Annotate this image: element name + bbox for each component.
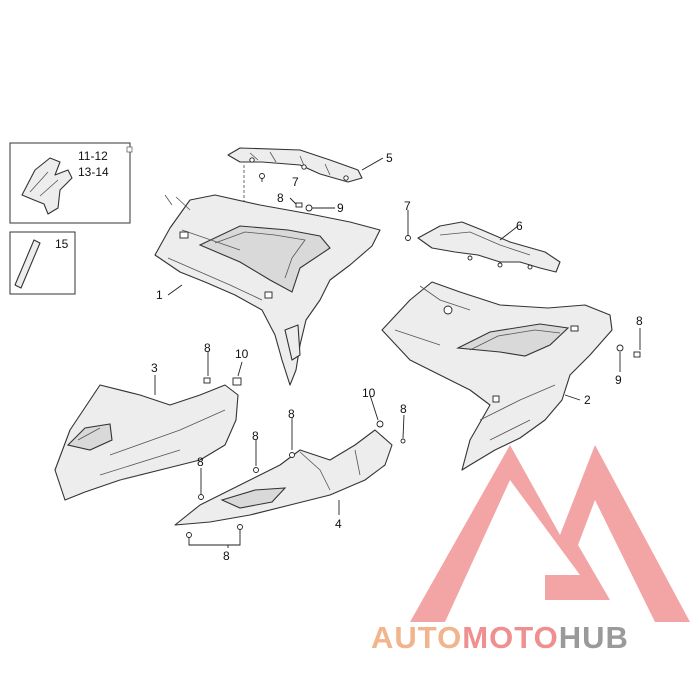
callout-8-right: 8 (636, 314, 643, 328)
callout-8-bottom: 8 (223, 549, 230, 563)
inset-label-11-12: 11-12 (78, 149, 108, 163)
callout-15: 15 (55, 237, 69, 251)
watermark-text-moto: MOTO (462, 620, 558, 655)
part-6-right-bracket (405, 221, 561, 273)
callout-8-upper: 8 (277, 191, 284, 205)
decal-graphic-icon (21, 157, 73, 215)
part-2-right-fairing (381, 281, 613, 471)
svg-text:AUTOMOTOHUB: AUTOMOTOHUB (371, 620, 629, 655)
part-5-upper-bracket (227, 147, 363, 183)
callout-4: 4 (335, 517, 342, 531)
callout-8-part4-a: 8 (288, 407, 295, 421)
callout-3: 3 (151, 361, 158, 375)
part-1-left-fairing (154, 194, 381, 386)
part-3-lower-left-fairing (54, 384, 239, 501)
callout-9-upper: 9 (337, 201, 344, 215)
callout-8-part4-c: 8 (197, 455, 204, 469)
callout-8-part4-b: 8 (252, 429, 259, 443)
watermark-text-auto: AUTO (371, 620, 462, 655)
part-4-belly-pan (174, 420, 406, 538)
callout-5: 5 (386, 151, 393, 165)
leader-lines (154, 157, 641, 548)
callout-1: 1 (156, 288, 163, 302)
callout-8-part4-d: 8 (400, 402, 407, 416)
callout-2: 2 (584, 393, 591, 407)
inset-label-13-14: 13-14 (78, 165, 109, 179)
adhesive-strip-icon (14, 239, 41, 289)
watermark-brand: AUTOMOTOHUB (371, 620, 629, 655)
inset-box-strip: 15 (9, 231, 76, 295)
callout-9-right: 9 (615, 373, 622, 387)
callout-8-part3: 8 (204, 341, 211, 355)
callout-6: 6 (516, 219, 523, 233)
watermark-logo (410, 445, 690, 622)
callout-7-right: 7 (404, 199, 411, 213)
watermark-logo-mark (410, 445, 690, 622)
callout-10-left: 10 (235, 347, 249, 361)
watermark-text-hub: HUB (559, 620, 629, 655)
callout-10-right: 10 (362, 386, 376, 400)
callout-7-upper: 7 (292, 175, 299, 189)
inset-box-decals: 11-12 13-14 (9, 142, 133, 224)
